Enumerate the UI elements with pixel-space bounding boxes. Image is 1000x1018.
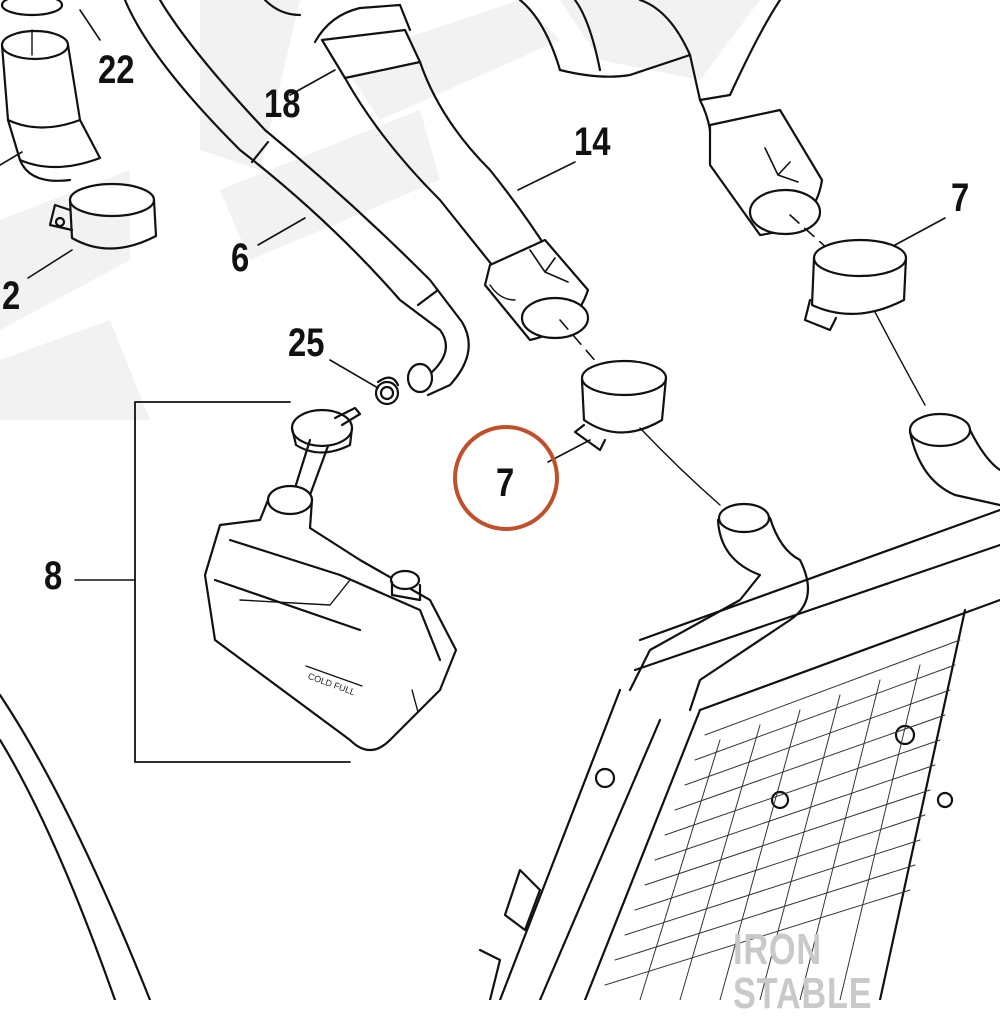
callout-22: 22 [98,48,135,92]
leader-clamp-to-radiator-1 [639,427,721,506]
reservoir-group-bracket [134,401,351,763]
radiator-fins [604,639,961,1000]
assembly-centerline-right [789,214,839,259]
leader-lines [0,9,946,581]
vent-hose-6 [123,0,470,397]
hose-clamp-7-upper [803,238,908,332]
hose-14 [483,238,590,342]
callout-7-highlighted: 7 [496,461,515,505]
frame-outline-left [0,693,152,1000]
callout-2: 2 [2,274,21,318]
coolant-reservoir-8 [203,406,458,752]
hose-fitting-22 [0,0,102,182]
frame-outline-left-inner [0,738,117,1000]
hose-clamp-7-lower [573,359,668,452]
leader-clamp-to-radiator-2 [874,311,926,406]
radiator-inlet-hose [628,412,1000,712]
callout-6: 6 [231,236,250,280]
highlight-circle [453,425,559,531]
callout-14: 14 [574,120,611,164]
upper-hose [518,0,824,237]
callout-18: 18 [264,82,301,126]
watermark-text: IRON STABLE [733,925,873,1018]
callout-7-upper: 7 [951,176,970,220]
callout-25: 25 [288,321,325,365]
small-clamp-25 [374,376,400,406]
hose-clamp-2 [48,182,158,250]
callout-8: 8 [44,554,63,598]
